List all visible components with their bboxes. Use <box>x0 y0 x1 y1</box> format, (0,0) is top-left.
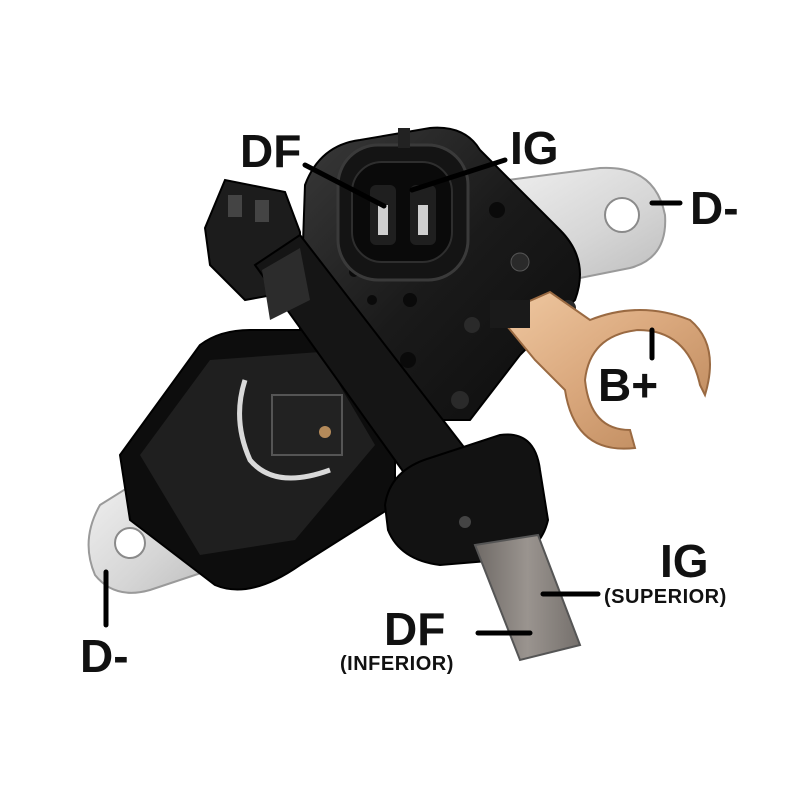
ig-top-leader <box>409 157 508 193</box>
callout-lines <box>103 157 683 636</box>
ig-bottom-label: IG <box>660 535 709 587</box>
b-plus-copper-terminal <box>490 290 711 450</box>
d-minus-right-label: D- <box>690 182 739 234</box>
df-terminal-pin <box>378 205 388 235</box>
df-top-label: DF <box>240 125 302 177</box>
ig-terminal-pin <box>418 205 428 235</box>
b-plus-label: B+ <box>598 359 659 411</box>
mounting-hole <box>114 527 146 559</box>
plug-connector <box>336 128 470 282</box>
df-top-leader <box>302 162 387 209</box>
superior-label: (SUPERIOR) <box>604 586 727 608</box>
d-minus-left-label: D- <box>80 630 129 682</box>
inferior-label: (INFERIOR) <box>340 653 454 675</box>
df-bottom-label: DF <box>384 603 446 655</box>
ig-top-label: IG <box>510 122 559 174</box>
carbon-brush <box>473 533 582 662</box>
mounting-hole <box>604 197 640 233</box>
regulator-housing <box>118 329 396 591</box>
brush-holder <box>383 433 550 567</box>
